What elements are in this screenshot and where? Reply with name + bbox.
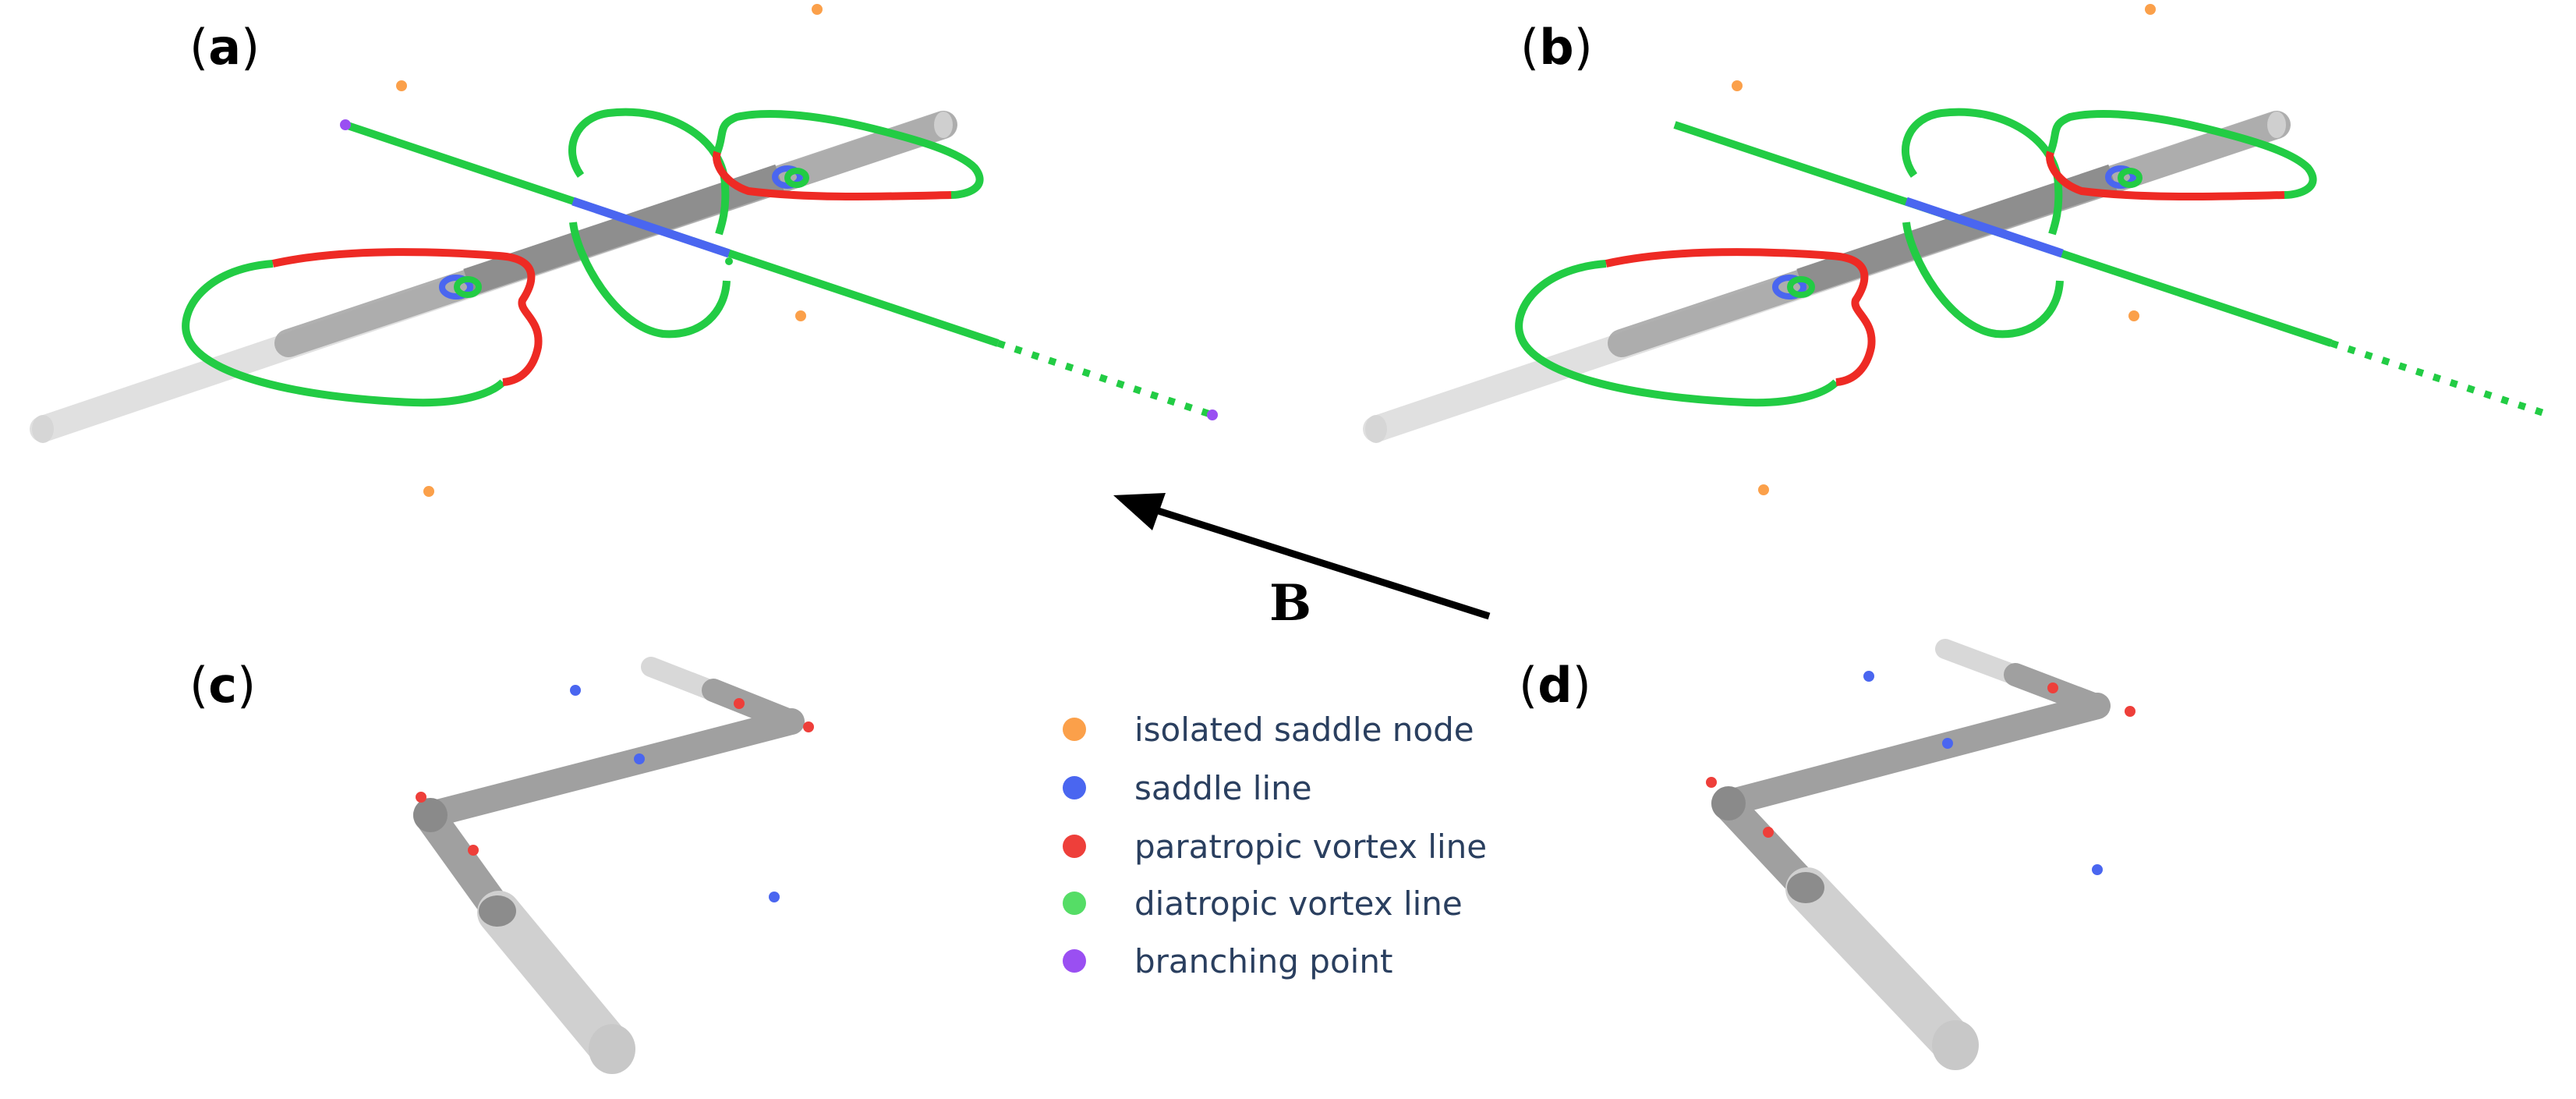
legend: isolated saddle node saddle line paratro… — [1063, 711, 1487, 980]
molecule-rod — [413, 657, 805, 1074]
panel-d-label: (d) — [1519, 657, 1591, 714]
legend-item: saddle line — [1063, 769, 1312, 807]
saddle-line — [571, 197, 731, 258]
legend-marker — [1063, 835, 1086, 858]
legend-item: branching point — [1063, 942, 1392, 980]
panel-d: (d) — [1519, 639, 2135, 1070]
legend-item: diatropic vortex line — [1063, 885, 1463, 923]
legend-label: isolated saddle node — [1134, 711, 1474, 749]
magnetic-field-arrow: B — [1113, 493, 1491, 633]
legend-marker — [1063, 892, 1086, 915]
legend-label: saddle line — [1134, 769, 1312, 807]
legend-label: branching point — [1134, 942, 1392, 980]
legend-label: diatropic vortex line — [1134, 885, 1463, 923]
diatropic-loop — [182, 260, 506, 407]
field-label: B — [1269, 574, 1311, 633]
ring — [568, 108, 730, 236]
panel-a: (a) — [30, 4, 1218, 497]
panel-a-label: (a) — [189, 19, 260, 76]
panel-b-label: (b) — [1520, 19, 1593, 76]
panel-c-label: (c) — [189, 657, 256, 714]
molecule-rod — [1711, 639, 2111, 1070]
legend-label: paratropic vortex line — [1134, 828, 1487, 866]
paratropic-loop — [271, 248, 543, 386]
legend-item: paratropic vortex line — [1063, 828, 1487, 866]
legend-item: isolated saddle node — [1063, 711, 1474, 749]
panel-b: (b) — [1363, 4, 2551, 495]
molecule-rod — [30, 111, 957, 443]
legend-marker — [1063, 718, 1086, 741]
legend-marker — [1063, 949, 1086, 973]
legend-marker — [1063, 776, 1086, 799]
panel-c: (c) — [189, 657, 814, 1074]
